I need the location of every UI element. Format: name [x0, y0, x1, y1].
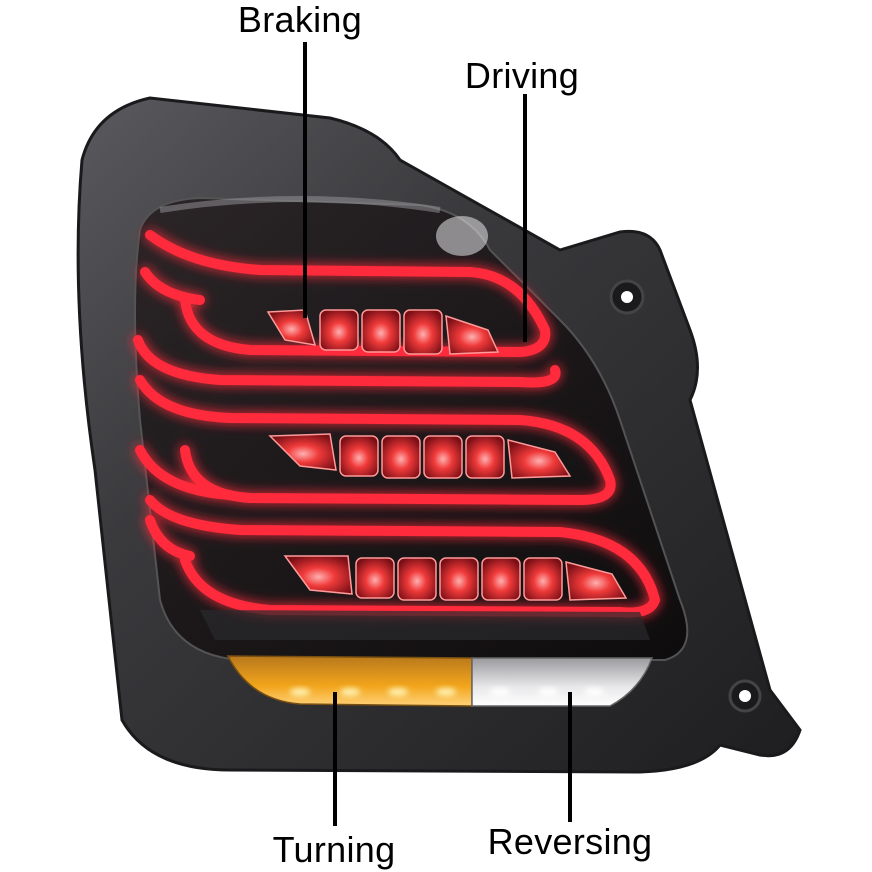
brake-led-row-2	[268, 433, 572, 479]
driving-light-bars	[133, 230, 661, 618]
reverse-light-strip	[471, 657, 654, 707]
label-braking: Braking	[237, 0, 363, 40]
label-turning: Turning	[272, 829, 396, 870]
turn-signal-strip	[226, 655, 473, 707]
brake-led-row-3	[283, 555, 628, 601]
label-reversing: Reversing	[487, 821, 653, 862]
brake-led-row-1	[266, 309, 500, 355]
label-driving: Driving	[464, 55, 580, 96]
